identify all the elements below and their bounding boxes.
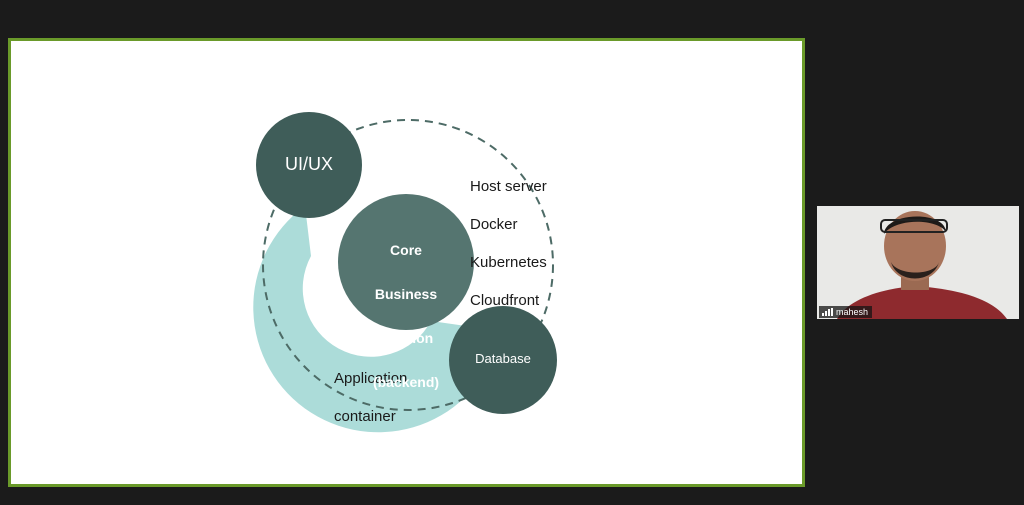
cloudfront-line: Cloudfront [470, 292, 540, 309]
docker-line: Docker [470, 216, 518, 233]
database-label: Database [475, 351, 531, 366]
host-server-text: Host server Docker Kubernetes Cloudfront [470, 158, 547, 329]
uiux-label: UI/UX [284, 154, 333, 174]
host-server-line: Host server [470, 178, 547, 195]
container-line: container [334, 408, 396, 425]
backend-line: (backend) [372, 374, 440, 390]
participant-video-feed [817, 206, 1019, 319]
architecture-diagram [253, 112, 557, 433]
core-business-circle [338, 194, 474, 330]
business-line: Business [374, 286, 438, 302]
solution-line: solution [378, 330, 434, 346]
participant-name-tag: mahesh [819, 306, 873, 318]
application-container-text: Application container [334, 350, 407, 445]
participant-video-tile[interactable]: mahesh [817, 206, 1019, 319]
participant-name: mahesh [836, 307, 869, 317]
signal-strength-icon [822, 308, 833, 316]
database-circle [449, 306, 557, 414]
host-server-dashed-circle [262, 119, 554, 411]
core-business-label: Core Business solution (backend) [341, 217, 471, 415]
screen-share-frame: Host server Docker Kubernetes Cloudfront… [8, 38, 805, 487]
uiux-circle [256, 112, 362, 218]
application-line: Application [334, 370, 408, 387]
core-line: Core [390, 242, 422, 258]
kubernetes-line: Kubernetes [470, 254, 547, 271]
